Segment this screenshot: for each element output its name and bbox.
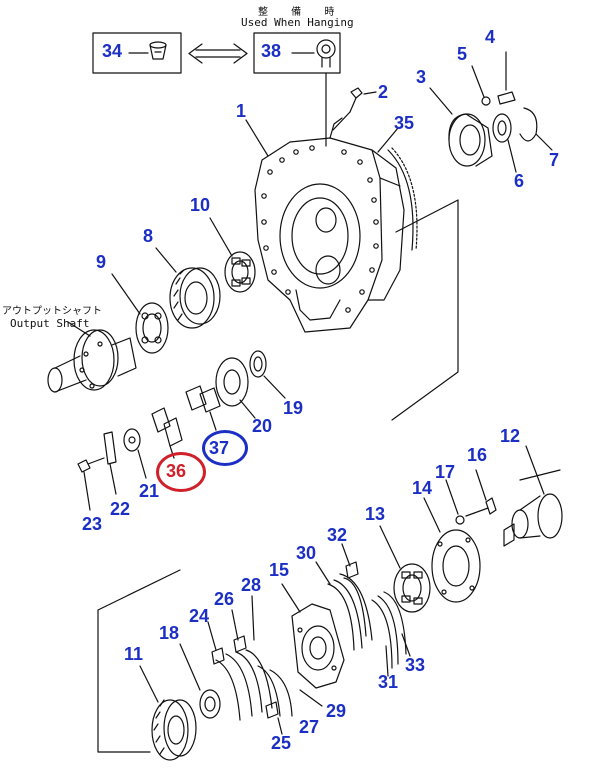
lock-plate-part-22 (103, 431, 117, 495)
part-label-33: 33 (405, 655, 426, 675)
part-label-2: 2 (378, 82, 389, 102)
part-label-34: 34 (102, 41, 123, 61)
part-label-23: 23 (82, 514, 103, 534)
output-shaft-japanese: アウトプットシャフト (2, 306, 102, 317)
part-38-box (253, 32, 341, 74)
highlight-ring-37 (202, 430, 248, 466)
part-label-18: 18 (159, 623, 180, 643)
part-label-11: 11 (124, 644, 144, 664)
part-label-31: 31 (378, 672, 399, 692)
part-label-28: 28 (241, 575, 262, 595)
highlight-ring-36 (156, 452, 206, 492)
pin-part-33 (383, 591, 411, 657)
part-38-eyebolt-icon (291, 39, 336, 68)
washer-part-19 (249, 350, 286, 399)
part-label-35: 35 (394, 113, 415, 133)
carrier-part-9 (111, 273, 169, 354)
disc-part-32 (339, 543, 373, 641)
part-label-1: 1 (236, 101, 247, 121)
part-label-15: 15 (269, 560, 290, 580)
part-label-24: 24 (189, 606, 210, 626)
part-label-25: 25 (271, 733, 292, 753)
part-label-29: 29 (326, 701, 347, 721)
ring-gear-part-8 (155, 247, 221, 329)
part-34-bolt-icon (128, 41, 167, 60)
shim-part-37 (185, 385, 221, 431)
part-label-30: 30 (296, 543, 317, 563)
output-shaft-icon (47, 321, 137, 393)
part-label-8: 8 (143, 226, 154, 246)
part-label-9: 9 (96, 252, 107, 272)
part-label-36: 36 (166, 461, 187, 481)
part-label-16: 16 (467, 445, 488, 465)
bearing-part-13 (379, 525, 431, 613)
shim-part-36 (151, 407, 183, 459)
gasket-part-35 (387, 149, 414, 251)
part-label-38: 38 (261, 41, 282, 61)
washer-part-5 (481, 96, 491, 106)
disc-part-30 (315, 561, 363, 651)
part-label-4: 4 (485, 27, 496, 47)
plate-part-21 (123, 428, 147, 479)
bolt-part-4 (497, 51, 516, 105)
planet-part-20 (215, 357, 256, 419)
spring-part-31 (371, 595, 399, 677)
part-label-19: 19 (283, 398, 304, 418)
header-english: Used When Hanging (241, 16, 354, 29)
washer-part-18 (179, 643, 221, 719)
housing-part-15 (281, 583, 345, 689)
bolt-part-23 (77, 457, 105, 511)
part-label-32: 32 (327, 525, 348, 545)
output-shaft-english: Output Shaft (10, 317, 90, 330)
clutch-pack-parts-24-29 (207, 595, 323, 735)
part-label-37: 37 (209, 438, 230, 458)
gear-part-11 (139, 665, 197, 761)
bolt-part-16 (465, 469, 497, 517)
part-label-6: 6 (514, 171, 525, 191)
part-label-10: 10 (190, 195, 211, 215)
part-label-26: 26 (214, 589, 235, 609)
part-label-21: 21 (139, 481, 160, 501)
part-label-12: 12 (500, 426, 521, 446)
header-japanese: 整 備 時 (258, 7, 345, 18)
washer-part-17 (455, 515, 465, 525)
part-label-27: 27 (299, 717, 320, 737)
part-label-5: 5 (457, 44, 468, 64)
part-label-20: 20 (252, 416, 273, 436)
part-label-14: 14 (412, 478, 433, 498)
part-label-7: 7 (549, 150, 560, 170)
part-label-17: 17 (435, 462, 456, 482)
shaft-part-12 (503, 445, 563, 547)
housing-part-1 (254, 117, 405, 333)
part-2-bolt-icon (332, 87, 377, 131)
cover-part-14 (423, 497, 481, 603)
part-label-3: 3 (416, 67, 427, 87)
snap-ring-part-7 (519, 107, 538, 142)
cover-part-3 (448, 113, 493, 167)
nut-part-6 (492, 113, 517, 173)
bearing-part-10 (209, 217, 256, 293)
part-label-22: 22 (110, 499, 131, 519)
part-34-box (92, 32, 182, 74)
part-label-13: 13 (365, 504, 386, 524)
interchange-arrow-icon (188, 43, 248, 64)
